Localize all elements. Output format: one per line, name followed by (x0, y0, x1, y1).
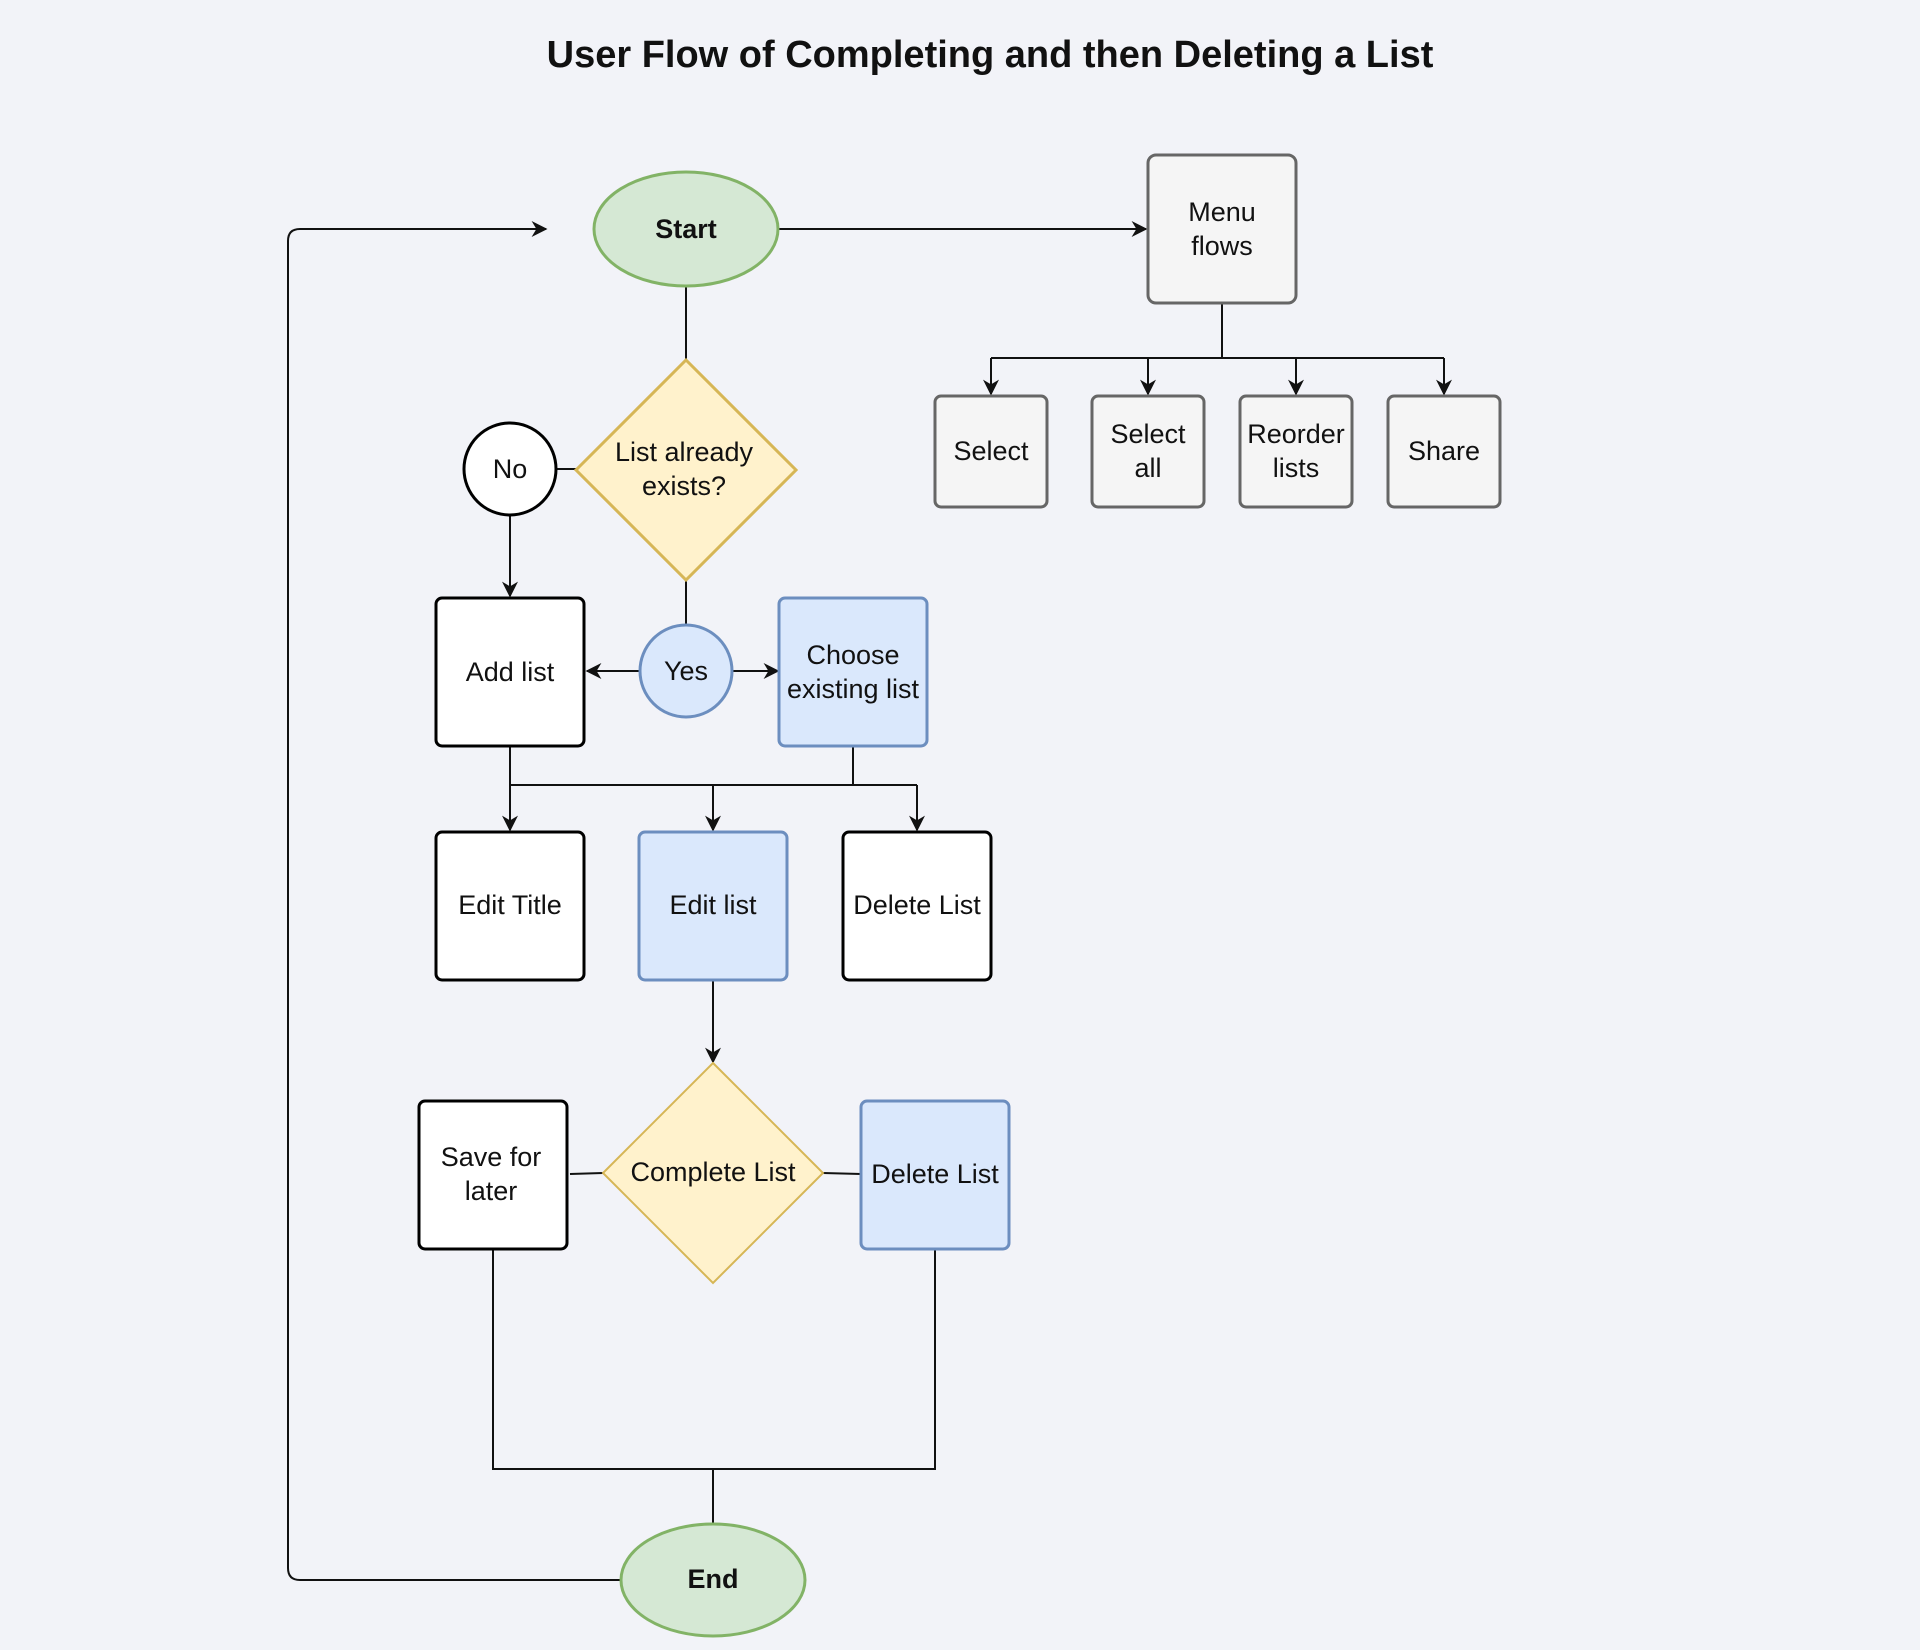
node-reorder-lists[interactable]: Reorder lists (1238, 394, 1354, 509)
edge-complete-save (569, 1172, 604, 1175)
node-edit-title[interactable]: Edit Title (434, 830, 586, 982)
node-select[interactable]: Select (933, 394, 1049, 509)
edit-list-box (637, 830, 789, 982)
label-line: Add list (466, 657, 555, 687)
label-line: Edit Title (458, 890, 562, 920)
node-delete-list-top[interactable]: Delete List (841, 830, 993, 982)
edit-title-box (434, 830, 586, 982)
node-delete-list-bottom[interactable]: Delete List (859, 1099, 1011, 1251)
menu-flows-label: Menu flows (1188, 197, 1256, 261)
label-line: Select (953, 436, 1029, 466)
label-line: Delete List (853, 890, 981, 920)
label-line: exists? (642, 471, 726, 501)
save-for-later-box (417, 1099, 569, 1251)
node-yes[interactable]: Yes (638, 623, 734, 719)
delete-list-bottom-box (859, 1099, 1011, 1251)
label-line: Complete List (630, 1157, 796, 1187)
label-line: lists (1273, 453, 1320, 483)
reorder-lists-box (1238, 394, 1354, 509)
edges (287, 221, 1452, 1581)
add-list-label: Add list (466, 657, 555, 687)
end-label: End (688, 1564, 739, 1594)
label-line: Delete List (871, 1159, 999, 1189)
label-line: later (465, 1176, 518, 1206)
label-line: No (493, 454, 528, 484)
edit-list-label: Edit list (669, 890, 757, 920)
no-label: No (493, 454, 528, 484)
label-line: Reorder (1247, 419, 1345, 449)
label-line: Save for (441, 1142, 542, 1172)
label-line: flows (1191, 231, 1253, 261)
label-line: Menu (1188, 197, 1256, 227)
edit-title-label: Edit Title (458, 890, 562, 920)
delete-list-top-box (841, 830, 993, 982)
select-box (933, 394, 1049, 509)
yes-circle (638, 623, 734, 719)
add-list-box (434, 596, 586, 748)
end-terminal (619, 1522, 807, 1638)
node-start[interactable]: Start (592, 170, 780, 288)
node-edit-list[interactable]: Edit list (637, 830, 789, 982)
no-circle (462, 421, 558, 517)
reorder-lists-label: Reorder lists (1247, 419, 1345, 483)
node-complete-list-decision[interactable]: Complete List (601, 1061, 825, 1285)
label-line: Select (1110, 419, 1186, 449)
complete-list-label: Complete List (630, 1157, 796, 1187)
choose-existing-label: Choose existing list (787, 640, 920, 704)
node-share[interactable]: Share (1386, 394, 1502, 509)
edge-end-loop (287, 221, 622, 1581)
delete-list-top-label: Delete List (853, 890, 981, 920)
complete-list-diamond (601, 1061, 825, 1285)
choose-existing-box (777, 596, 929, 748)
yes-label: Yes (664, 656, 708, 686)
menu-flows-box (1146, 153, 1298, 305)
node-end[interactable]: End (619, 1522, 807, 1638)
select-all-label: Select all (1110, 419, 1186, 483)
nodes: Start Menu flows Select Select all Reorder… (417, 153, 1502, 1638)
label-line: Start (655, 214, 717, 244)
start-terminal (592, 170, 780, 288)
save-for-later-label: Save for later (441, 1142, 542, 1206)
start-label: Start (655, 214, 717, 244)
list-exists-label: List already exists? (615, 437, 754, 501)
label-line: End (688, 1564, 739, 1594)
share-label: Share (1408, 436, 1480, 466)
label-line: List already (615, 437, 754, 467)
diagram-title: User Flow of Completing and then Deletin… (546, 34, 1434, 76)
label-line: Choose (806, 640, 899, 670)
edge-complete-delete (822, 1172, 862, 1175)
node-choose-existing-list[interactable]: Choose existing list (777, 596, 929, 748)
list-exists-diamond (573, 357, 799, 583)
share-box (1386, 394, 1502, 509)
label-line: Yes (664, 656, 708, 686)
label-line: existing list (787, 674, 920, 704)
node-add-list[interactable]: Add list (434, 596, 586, 748)
node-save-for-later[interactable]: Save for later (417, 1099, 569, 1251)
node-menu-flows[interactable]: Menu flows (1146, 153, 1298, 305)
node-no[interactable]: No (462, 421, 558, 517)
select-all-box (1090, 394, 1206, 509)
node-select-all[interactable]: Select all (1090, 394, 1206, 509)
label-line: all (1134, 453, 1161, 483)
delete-list-bottom-label: Delete List (871, 1159, 999, 1189)
label-line: Edit list (669, 890, 757, 920)
label-line: Share (1408, 436, 1480, 466)
select-label: Select (953, 436, 1029, 466)
node-list-exists-decision[interactable]: List already exists? (573, 357, 799, 583)
